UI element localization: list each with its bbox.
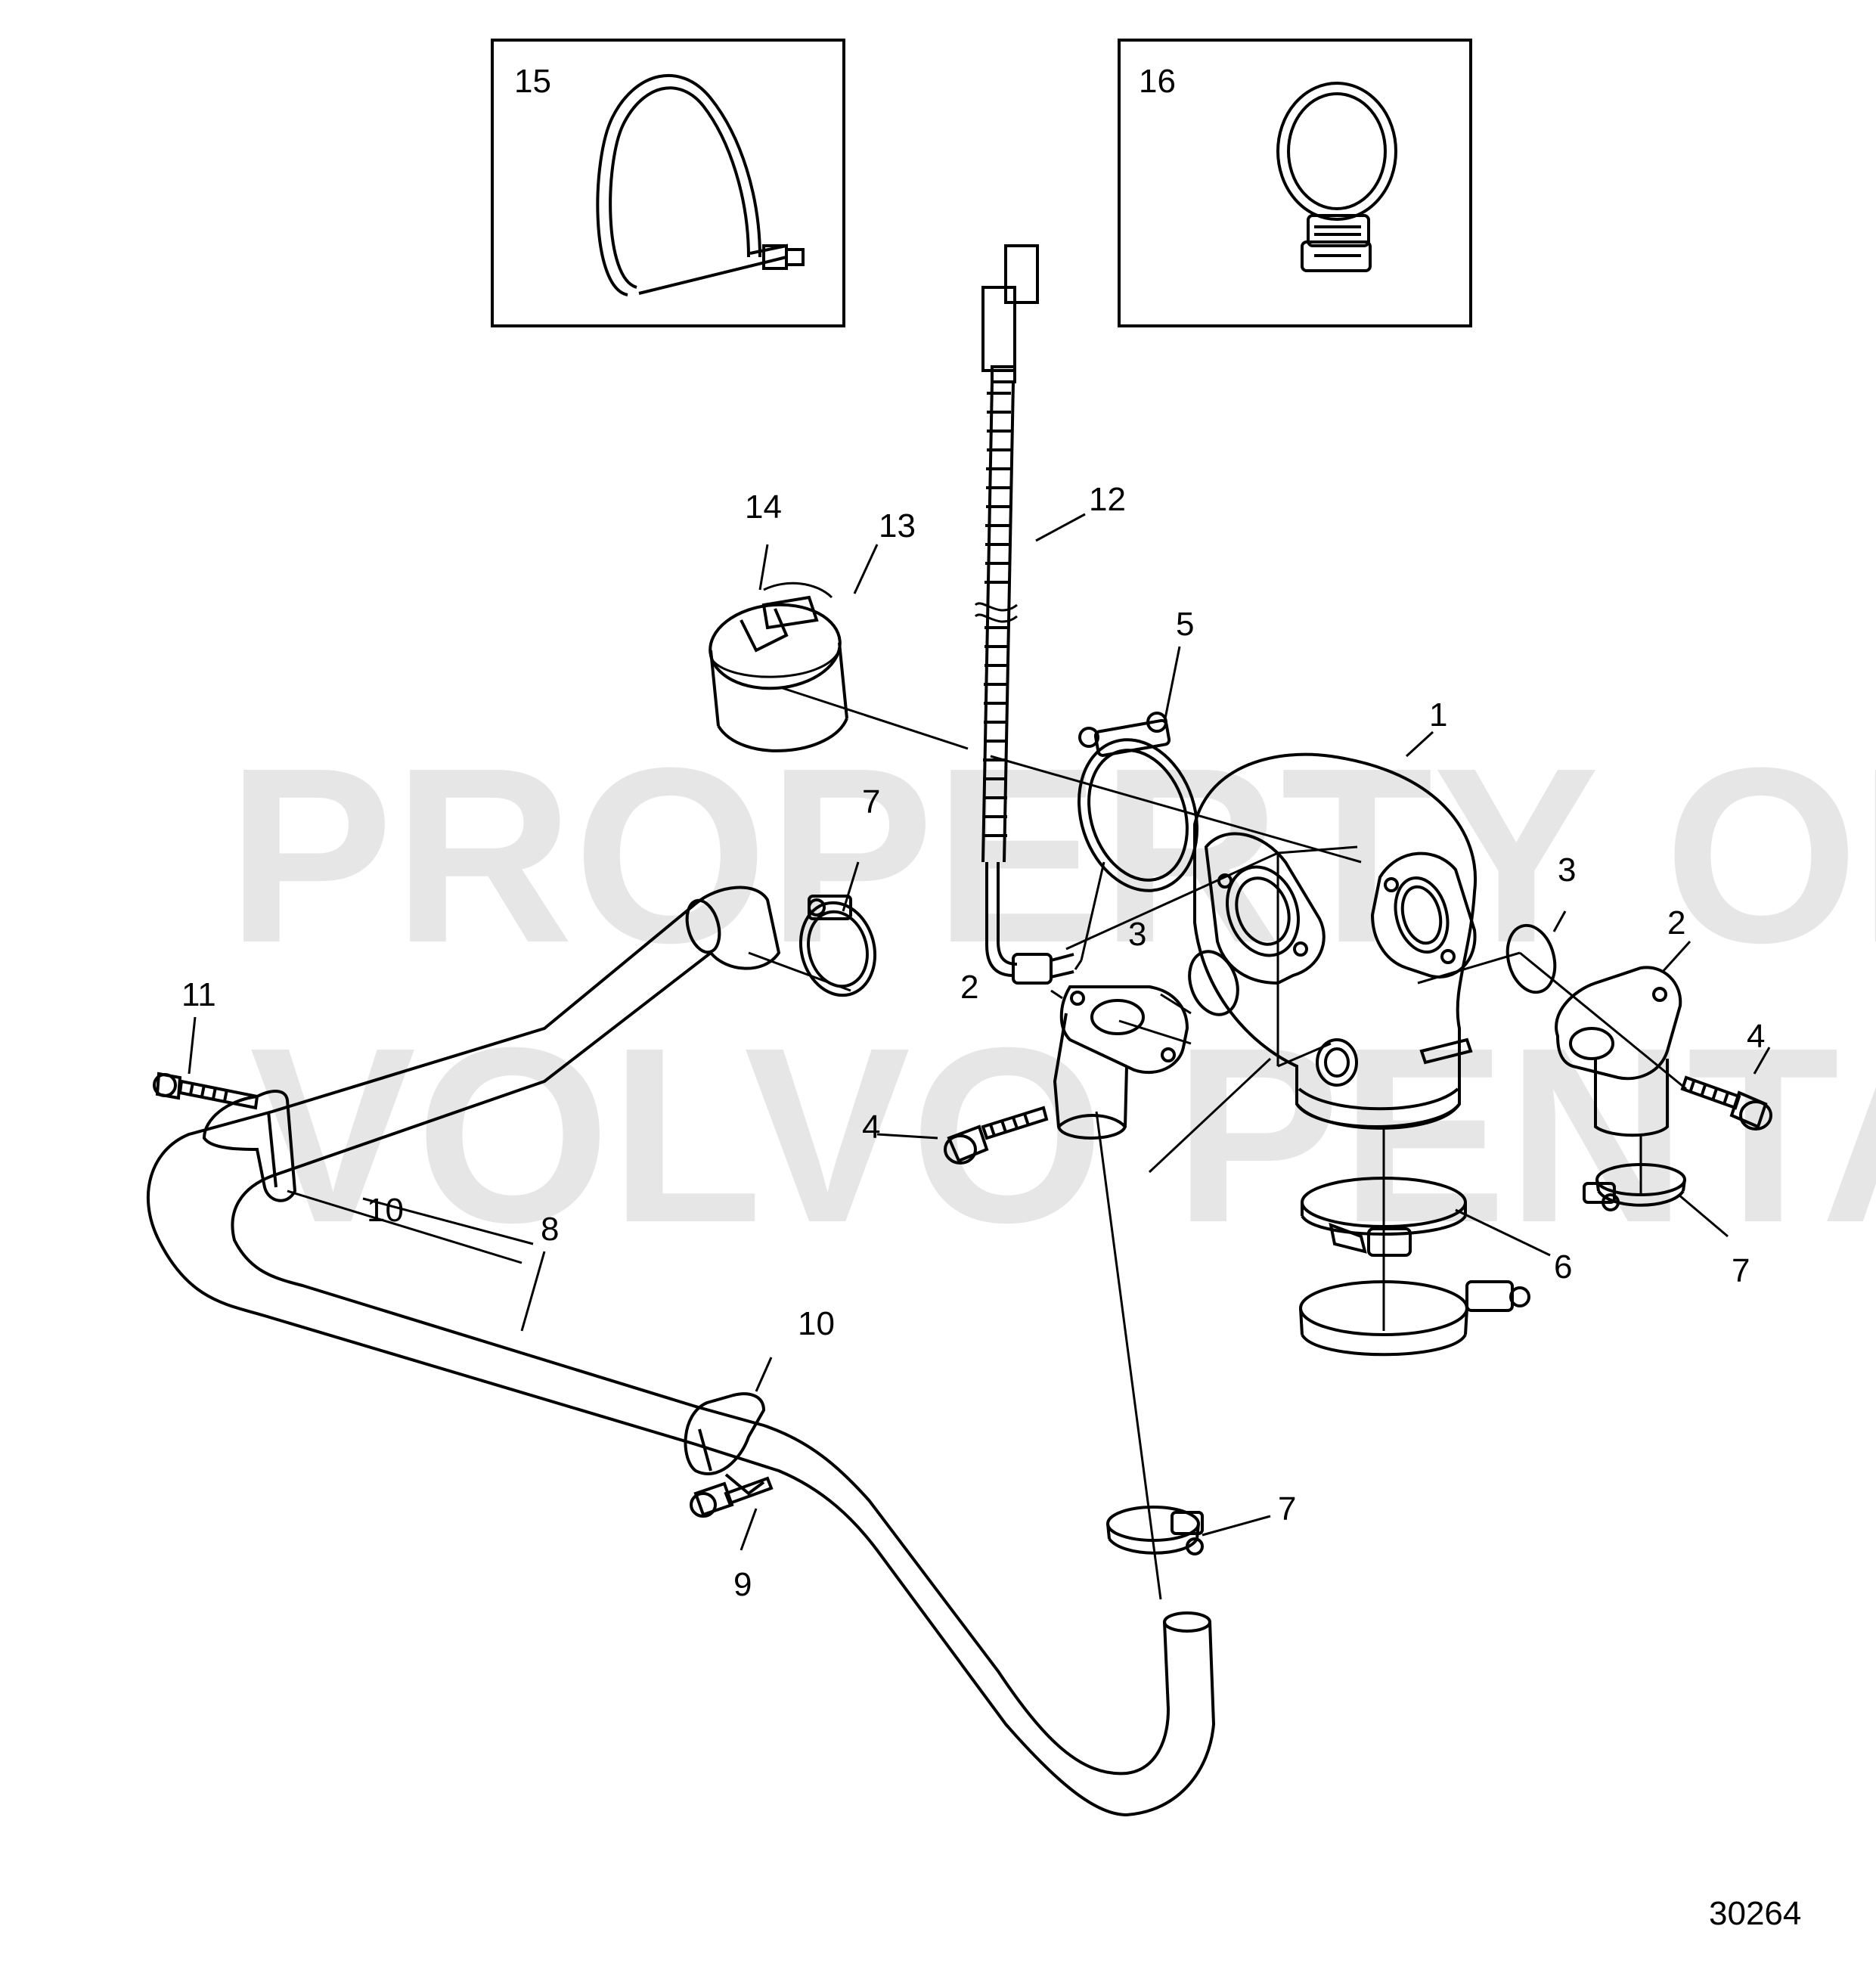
callout-5: 5 — [1176, 606, 1194, 643]
callout-6: 6 — [1554, 1248, 1572, 1286]
inset-label-16: 16 — [1139, 63, 1176, 100]
callout-13: 13 — [879, 507, 916, 544]
inset-box-15: 15 — [491, 39, 845, 327]
right-elbow-pipe — [1555, 966, 1682, 1137]
left-elbow-pipe — [1053, 985, 1189, 1140]
temperature-sensor-cable — [974, 244, 1074, 985]
bolt-left — [944, 1106, 1049, 1165]
watermark-line-1: PROPERTY OF — [227, 715, 1876, 994]
v-band-clamp — [1078, 712, 1198, 892]
hose-clamp-upper — [798, 895, 877, 997]
hose-clamp-lower — [1106, 1506, 1204, 1555]
clamp-icon — [1276, 82, 1397, 272]
inset-label-15: 15 — [514, 63, 551, 100]
p-clip-lower — [684, 1392, 766, 1496]
exhaust-elbow — [1193, 752, 1478, 1130]
callout-4-right: 4 — [1747, 1018, 1765, 1055]
leader-lines — [188, 513, 1771, 1600]
callout-8: 8 — [541, 1211, 559, 1248]
coolant-hose — [147, 885, 1216, 1817]
figure-number: 30264 — [1709, 1895, 1801, 1932]
callout-1: 1 — [1429, 696, 1447, 734]
callout-11: 11 — [181, 976, 216, 1013]
callout-14: 14 — [745, 488, 782, 526]
callout-2-left: 2 — [960, 969, 978, 1006]
watermark: PROPERTY OF VOLVO PENTA — [227, 715, 1876, 1274]
o-ring-gaskets — [1188, 923, 1557, 1016]
callout-7-upper: 7 — [862, 783, 880, 820]
callout-2-right: 2 — [1667, 904, 1685, 941]
callout-9: 9 — [733, 1566, 752, 1603]
bolt-right — [1680, 1075, 1772, 1131]
callout-3-right: 3 — [1558, 851, 1576, 889]
inset-box-16: 16 — [1118, 39, 1472, 327]
hose-clamp-right — [1583, 1163, 1686, 1211]
callout-labels: 1 2 2 3 3 4 4 5 6 7 7 7 7 8 9 10 10 11 1… — [181, 481, 1765, 1603]
callout-4-left: 4 — [862, 1109, 880, 1146]
callout-10-upper: 10 — [367, 1192, 404, 1229]
p-clip-upper — [202, 1090, 297, 1202]
callout-7-right: 7 — [1732, 1252, 1750, 1289]
band-clamp — [709, 582, 848, 752]
callout-3-left: 3 — [1128, 916, 1146, 953]
cable-tie-icon — [596, 73, 805, 296]
callout-10-lower: 10 — [798, 1305, 835, 1342]
callout-12: 12 — [1089, 481, 1126, 518]
bolt-11 — [153, 1072, 259, 1110]
callout-7-lower: 7 — [1278, 1490, 1296, 1528]
bolt-9 — [690, 1476, 774, 1518]
